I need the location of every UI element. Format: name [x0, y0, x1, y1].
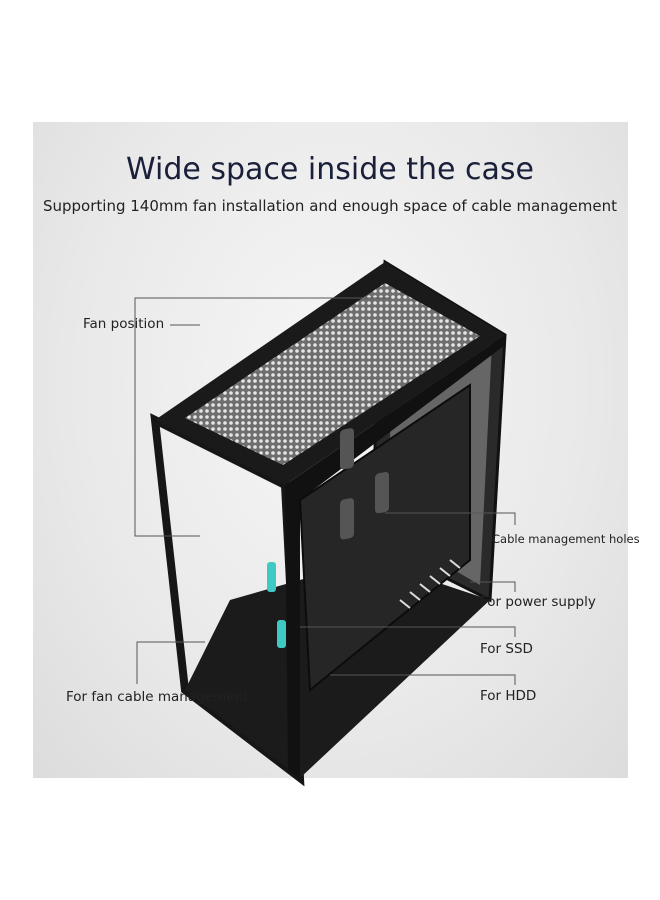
teal-grommet [277, 620, 286, 648]
callout-cable-holes: Cable management holes [492, 532, 640, 546]
callout-fan-position: Fan position [83, 316, 165, 332]
case-bottom [185, 560, 490, 778]
page-title: Wide space inside the case [125, 152, 534, 187]
callout-lines [134, 297, 516, 685]
page-subtitle: Supporting 140mm fan installation and en… [42, 197, 618, 215]
case-front-frame [285, 335, 505, 778]
callout-fan-cable: For fan cable management [66, 689, 249, 705]
callout-ssd: For SSD [480, 641, 533, 657]
callout-power-supply: For power supply [480, 594, 596, 610]
callout-hdd: For HDD [480, 688, 537, 704]
teal-grommet [267, 562, 276, 592]
